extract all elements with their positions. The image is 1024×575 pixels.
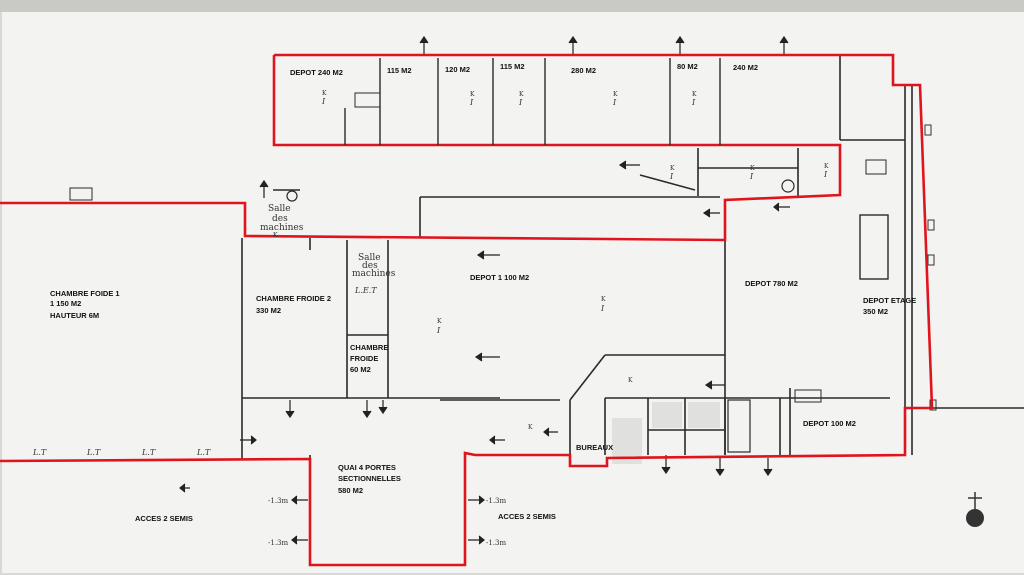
i-mark-2: I	[469, 98, 474, 107]
ramp-bottom-right	[794, 389, 822, 403]
k-mark-1: K	[322, 90, 327, 97]
label-depot-100: DEPOT 100 M2	[803, 419, 856, 428]
office-room-mid2	[688, 402, 720, 428]
i-mark-9: I	[600, 304, 605, 313]
i-mark-7: I	[749, 172, 754, 181]
stair-block	[727, 399, 751, 453]
label-depot-780: DEPOT 780 M2	[745, 279, 798, 288]
label-chambre-froide-2-line1: CHAMBRE FROIDE 2	[256, 294, 331, 303]
salle-machines-1-line3: machines	[260, 223, 304, 233]
red-outlines	[0, 53, 934, 567]
label-280: 280 M2	[571, 66, 596, 75]
office-room-left	[612, 418, 642, 464]
i-mark-5: I	[691, 98, 696, 107]
top-strip-partitions	[344, 58, 721, 145]
label-chambre-froide-2-line2: 330 M2	[256, 306, 281, 315]
level-4: -1.3m	[486, 539, 506, 547]
label-chambre-froide-60-line2: FROIDE	[350, 354, 378, 363]
wall-marker-1	[924, 124, 932, 136]
label-chambre-froide-1-line1: CHAMBRE FOIDE 1	[50, 289, 120, 298]
north-symbol	[966, 509, 984, 527]
label-80: 80 M2	[677, 62, 698, 71]
label-240-right: 240 M2	[733, 63, 758, 72]
label-chambre-froide-60-line3: 60 M2	[350, 365, 371, 374]
k-mark-5: K	[692, 91, 697, 98]
room-labels: DEPOT 240 M2 115 M2 120 M2 115 M2 280 M2…	[50, 62, 916, 523]
ramp-right	[865, 159, 887, 175]
salle-machines-2-line1: Salle	[358, 253, 381, 263]
i-mark-4: I	[612, 98, 617, 107]
door-arrows	[179, 35, 790, 545]
salle-machines-1-line2: des	[272, 214, 288, 224]
level-2: -1.3m	[268, 539, 288, 547]
label-quai-line3: 580 M2	[338, 486, 363, 495]
plan-annotations: Salle des machines Salle des machines L.…	[32, 90, 829, 547]
ramp-left-1	[69, 187, 93, 201]
i-mark-3: I	[518, 98, 523, 107]
label-chambre-froide-60-line1: CHAMBRE	[350, 343, 388, 352]
label-lt-2: L.T	[86, 448, 101, 457]
k-mark-12: K	[528, 424, 533, 431]
salle-machines-2-line2: des	[362, 261, 378, 271]
label-115-a: 115 M2	[387, 66, 412, 75]
k-mark-8: K	[824, 163, 829, 170]
label-chambre-froide-1-line2: 1 150 M2	[50, 299, 81, 308]
label-depot-etage-line1: DEPOT ETAGE	[863, 296, 916, 305]
wall-lines	[241, 55, 1024, 560]
k-mark-13: K	[273, 232, 278, 239]
k-mark-2: K	[470, 91, 475, 98]
label-depot-240-top: DEPOT 240 M2	[290, 68, 343, 77]
i-mark-6: I	[669, 172, 674, 181]
i-mark-8: I	[823, 170, 828, 179]
column-symbol-2	[286, 190, 298, 202]
label-quai-line2: SECTIONNELLES	[338, 474, 401, 483]
k-mark-11: K	[628, 377, 633, 384]
plan-details	[69, 92, 984, 527]
label-quai-line1: QUAI 4 PORTES	[338, 463, 396, 472]
label-acces-right: ACCES 2 SEMIS	[498, 512, 556, 521]
k-mark-6: K	[670, 165, 675, 172]
k-mark-4: K	[613, 91, 618, 98]
level-1: -1.3m	[268, 497, 288, 505]
column-symbol-1	[781, 179, 795, 193]
wall-marker-3	[927, 254, 935, 266]
k-mark-3: K	[519, 91, 524, 98]
outline-top-strip	[0, 53, 934, 567]
label-lt-4: L.T	[196, 448, 211, 457]
label-chambre-froide-1-line3: HAUTEUR 6M	[50, 311, 99, 320]
label-depot-etage-line2: 350 M2	[863, 307, 888, 316]
wall-marker-2	[927, 219, 935, 231]
label-120: 120 M2	[445, 65, 470, 74]
outline-top-block	[0, 55, 842, 242]
k-mark-10: K	[437, 318, 442, 325]
label-bureaux: BUREAUX	[576, 443, 613, 452]
i-mark-1: I	[321, 97, 326, 106]
paper-top-shadow	[0, 0, 1024, 12]
salle-machines-2-line3: machines	[352, 269, 396, 279]
paper-background	[2, 8, 1024, 573]
loading-dock-block	[859, 214, 889, 280]
k-mark-9: K	[601, 296, 606, 303]
k-mark-7: K	[750, 165, 755, 172]
label-acces-left: ACCES 2 SEMIS	[135, 514, 193, 523]
label-depot-1100: DEPOT 1 100 M2	[470, 273, 529, 282]
label-lt-1: L.T	[32, 448, 47, 457]
label-let: L.E.T	[354, 286, 377, 295]
label-lt-3: L.T	[141, 448, 156, 457]
level-3: -1.3m	[486, 497, 506, 505]
label-115-b: 115 M2	[500, 62, 525, 71]
office-room-mid	[652, 402, 682, 428]
salle-machines-1-line1: Salle	[268, 204, 291, 214]
i-mark-10: I	[436, 326, 441, 335]
